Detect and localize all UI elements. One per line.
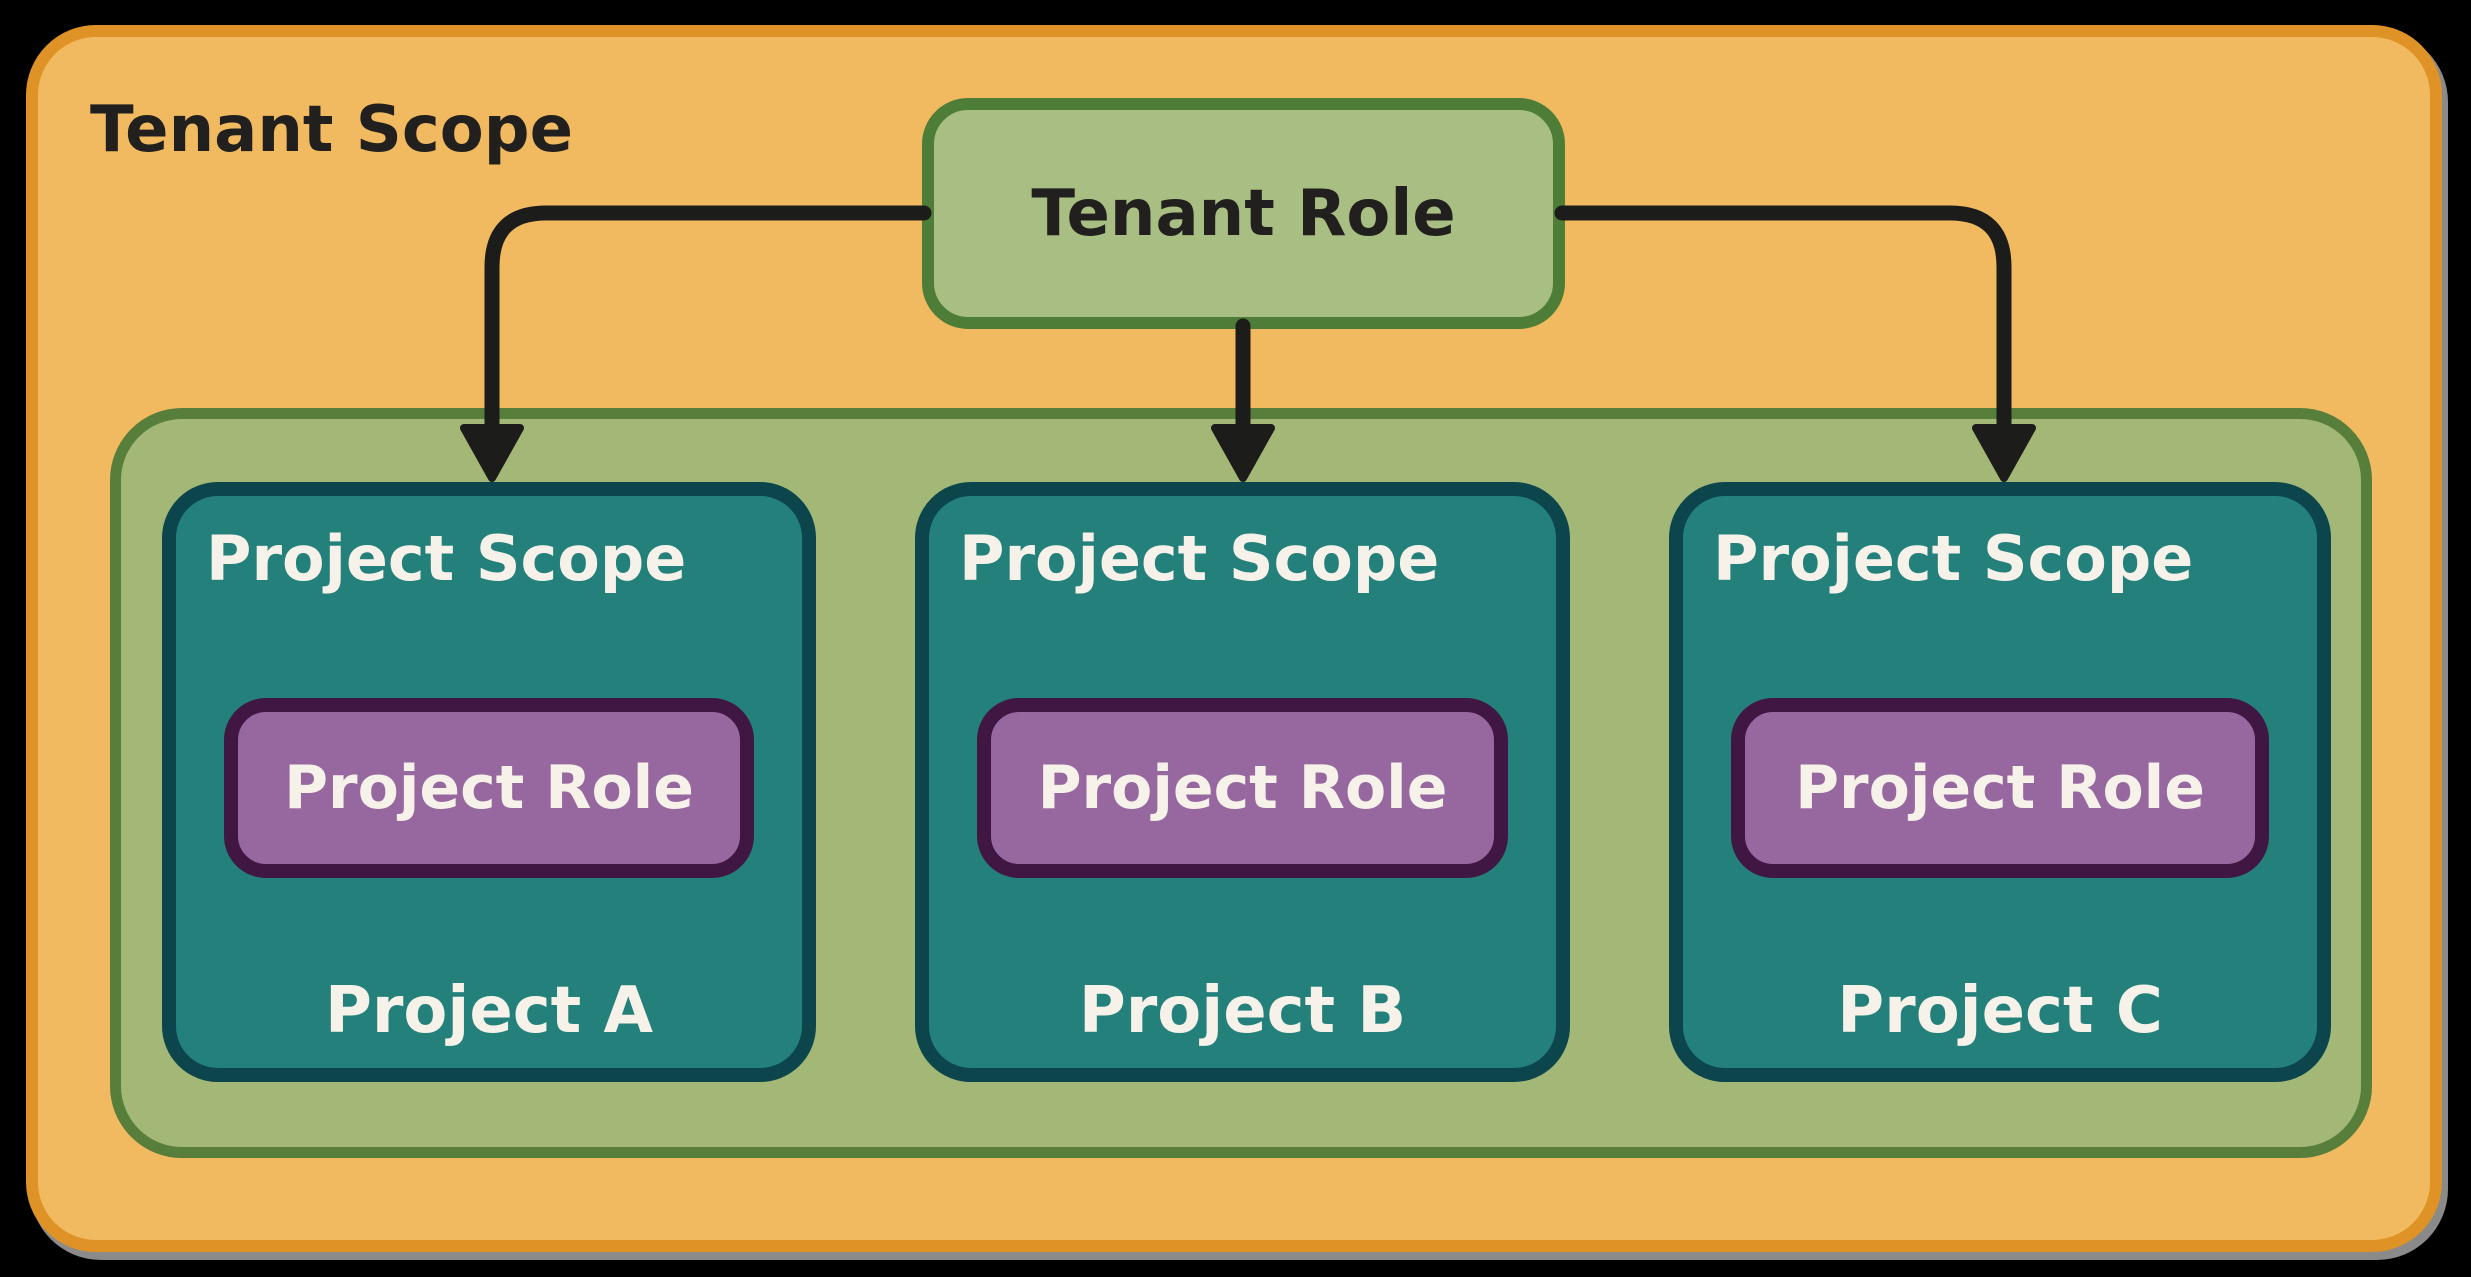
project-group-container: Project Scope Project Role Project A Pro… [110,408,2372,1158]
tenant-role-label: Tenant Role [1031,176,1456,251]
tenant-scope-label: Tenant Scope [90,93,573,167]
project-scope-label: Project Scope [1713,522,2194,595]
project-scope-card-b: Project Scope Project Role Project B [915,482,1570,1082]
project-role-label: Project Role [1795,753,2205,823]
project-scope-card-c: Project Scope Project Role Project C [1669,482,2331,1082]
project-scope-label: Project Scope [206,522,687,595]
tenant-scope-box: Tenant Scope Tenant Role Project Scope P… [26,25,2442,1252]
project-name-label: Project B [1078,974,1407,1048]
project-role-label: Project Role [1037,753,1448,823]
project-scope-label: Project Scope [959,522,1440,595]
project-name-label: Project C [1837,974,2163,1048]
project-role-label: Project Role [284,753,694,823]
project-role-box: Project Role [977,698,1508,878]
project-role-box: Project Role [1731,698,2269,878]
project-name-label: Project A [324,974,654,1048]
project-role-box: Project Role [224,698,754,878]
project-scope-card-a: Project Scope Project Role Project A [162,482,816,1082]
tenant-role-box: Tenant Role [922,98,1565,329]
